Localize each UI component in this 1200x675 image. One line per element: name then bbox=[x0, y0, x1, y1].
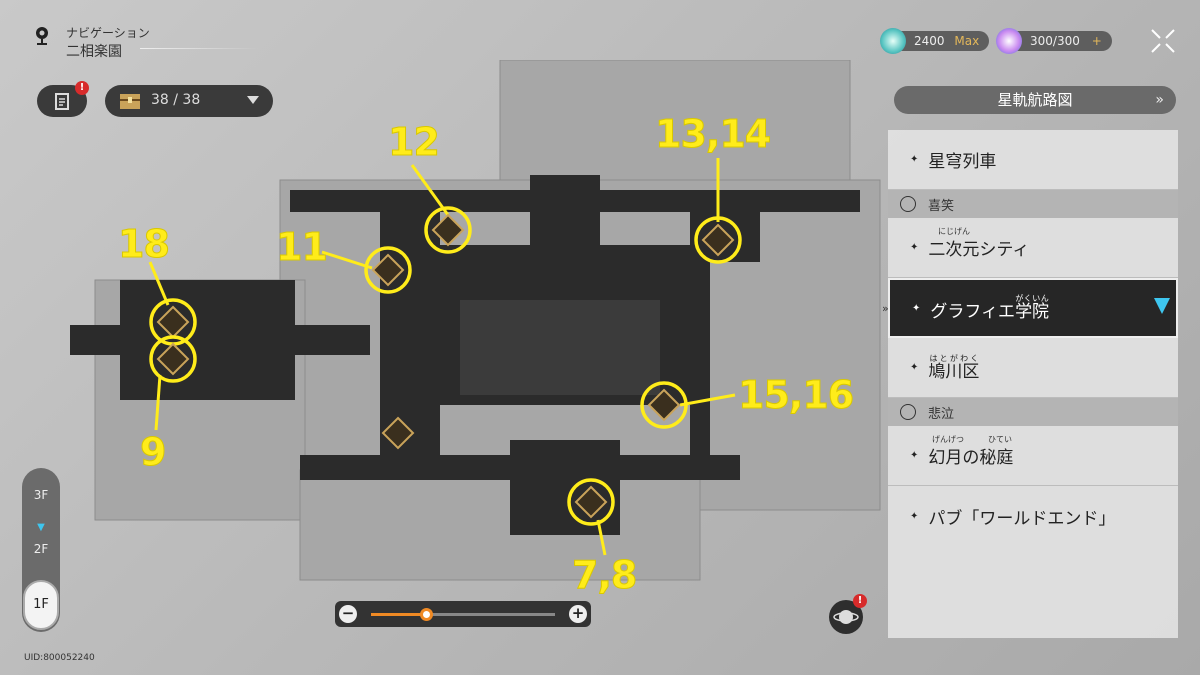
marker-label: 12 bbox=[388, 120, 441, 165]
furigana: げんげつ bbox=[932, 435, 964, 444]
furigana: ひてい bbox=[988, 435, 1012, 444]
item-label: パブ「ワールドエンド」 bbox=[928, 508, 1116, 529]
crying-face-icon bbox=[900, 404, 916, 420]
marker-label: 18 bbox=[118, 222, 171, 267]
treasure-chest-icon bbox=[120, 94, 140, 109]
marker-label: 11 bbox=[276, 225, 329, 270]
star-icon: ✦ bbox=[910, 242, 919, 253]
marker-circle bbox=[640, 381, 688, 429]
origami-bird-icon[interactable] bbox=[371, 253, 405, 287]
item-label: 星穹列車 bbox=[928, 152, 997, 172]
floor-1f-button[interactable]: 1F bbox=[23, 580, 59, 630]
list-item-astral-express[interactable]: ✦ 星穹列車 bbox=[888, 130, 1178, 190]
close-icon[interactable] bbox=[1150, 28, 1176, 54]
marker-circle bbox=[694, 216, 742, 264]
marker-label: 9 bbox=[139, 430, 166, 475]
double-chevron-icon: » bbox=[1155, 92, 1164, 108]
selected-marker-icon: » bbox=[882, 302, 889, 315]
currency-trailblaze-power[interactable]: 300/300 + bbox=[996, 28, 1112, 54]
alert-badge: ! bbox=[75, 81, 89, 95]
item-label: 鳩川区はとがわく bbox=[928, 353, 980, 382]
list-item-hatogawa[interactable]: ✦ 鳩川区はとがわく bbox=[888, 338, 1178, 398]
floor-3f-button[interactable]: 3F bbox=[33, 488, 49, 502]
planet-button[interactable]: ! bbox=[829, 594, 867, 634]
chest-count: 38 / 38 bbox=[151, 92, 201, 108]
marker-circle bbox=[149, 335, 197, 383]
user-id: UID:800052240 bbox=[24, 653, 95, 663]
currency-stellar-jade: 2400 Max bbox=[880, 28, 990, 54]
category-header-sorrow: 悲泣 bbox=[888, 398, 1178, 426]
marker-circle bbox=[364, 246, 412, 294]
category-label: 喜笑 bbox=[928, 198, 955, 214]
marker-circle bbox=[424, 206, 472, 254]
star-icon: ✦ bbox=[910, 362, 919, 373]
stellar-jade-icon bbox=[880, 28, 906, 54]
origami-bird-icon[interactable] bbox=[574, 485, 608, 519]
route-button-label: 星軌航路図 bbox=[997, 91, 1073, 109]
star-icon: ✦ bbox=[910, 450, 919, 461]
origami-bird-icon[interactable] bbox=[701, 223, 735, 257]
planet-icon bbox=[833, 610, 859, 624]
currency-value: 300/300 bbox=[1030, 34, 1080, 48]
nav-title: ナビゲーション bbox=[66, 26, 150, 40]
item-label: 二次元シティ bbox=[928, 240, 1030, 260]
trailblaze-power-icon bbox=[996, 28, 1022, 54]
origami-bird-icon[interactable] bbox=[381, 416, 415, 450]
item-label: 幻月の秘庭 bbox=[928, 448, 1014, 468]
alert-badge: ! bbox=[853, 594, 867, 608]
laughing-face-icon bbox=[900, 196, 916, 212]
origami-bird-icon[interactable] bbox=[156, 342, 190, 376]
quest-button[interactable]: ! bbox=[37, 81, 89, 117]
current-location-arrow-icon bbox=[1154, 298, 1170, 314]
zoom-control: − + bbox=[335, 601, 591, 627]
add-power-button[interactable]: + bbox=[1091, 34, 1102, 48]
star-rail-map-button[interactable]: 星軌航路図 » bbox=[894, 86, 1176, 114]
zoom-slider-track[interactable] bbox=[371, 613, 555, 616]
current-floor-arrow-icon: ▼ bbox=[37, 522, 45, 533]
divider bbox=[140, 48, 260, 49]
star-icon: ✦ bbox=[910, 510, 919, 522]
dropdown-arrow-icon bbox=[247, 96, 259, 104]
currency-value: 2400 bbox=[914, 34, 945, 48]
category-label: 悲泣 bbox=[928, 406, 955, 422]
marker-label: 15,16 bbox=[737, 373, 854, 418]
floor-2f-button[interactable]: 2F bbox=[33, 542, 49, 556]
item-label: グラフィエ学院がくいん bbox=[930, 294, 1050, 322]
chest-counter-dropdown[interactable]: 38 / 38 bbox=[105, 85, 273, 117]
currency-max: Max bbox=[954, 34, 980, 48]
marker-label: 13,14 bbox=[654, 112, 771, 157]
location-name: 二相楽園 bbox=[66, 44, 122, 60]
zoom-slider-knob[interactable] bbox=[420, 608, 434, 621]
location-list: ✦ 星穹列車 喜笑 ✦ にじげん二次元シティ » ✦ グラフィエ学院がくいん ✦ 鳩川区は… bbox=[882, 130, 1178, 638]
list-item-2d-city[interactable]: ✦ にじげん二次元シティ bbox=[888, 218, 1178, 278]
origami-bird-icon[interactable] bbox=[431, 213, 465, 247]
location-pin-icon bbox=[36, 27, 48, 45]
zoom-in-button[interactable]: + bbox=[569, 605, 587, 623]
star-icon: ✦ bbox=[912, 302, 921, 314]
map-canvas[interactable] bbox=[60, 60, 890, 600]
marker-circle bbox=[567, 478, 615, 526]
origami-bird-icon[interactable] bbox=[647, 388, 681, 422]
furigana: にじげん bbox=[938, 227, 970, 236]
list-item-pub-world-end[interactable]: ✦ パブ「ワールドエンド」 bbox=[888, 486, 1178, 546]
zoom-slider-fill bbox=[371, 613, 427, 616]
marker-label: 7,8 bbox=[571, 553, 637, 598]
clipboard-icon bbox=[55, 93, 69, 110]
list-item-graphie-academy[interactable]: » ✦ グラフィエ学院がくいん bbox=[882, 278, 1178, 338]
zoom-out-button[interactable]: − bbox=[339, 605, 357, 623]
list-item-moon-garden[interactable]: ✦ げんげつ ひてい幻月の秘庭 bbox=[888, 426, 1178, 486]
category-header-joy: 喜笑 bbox=[888, 190, 1178, 218]
star-icon: ✦ bbox=[910, 154, 919, 165]
